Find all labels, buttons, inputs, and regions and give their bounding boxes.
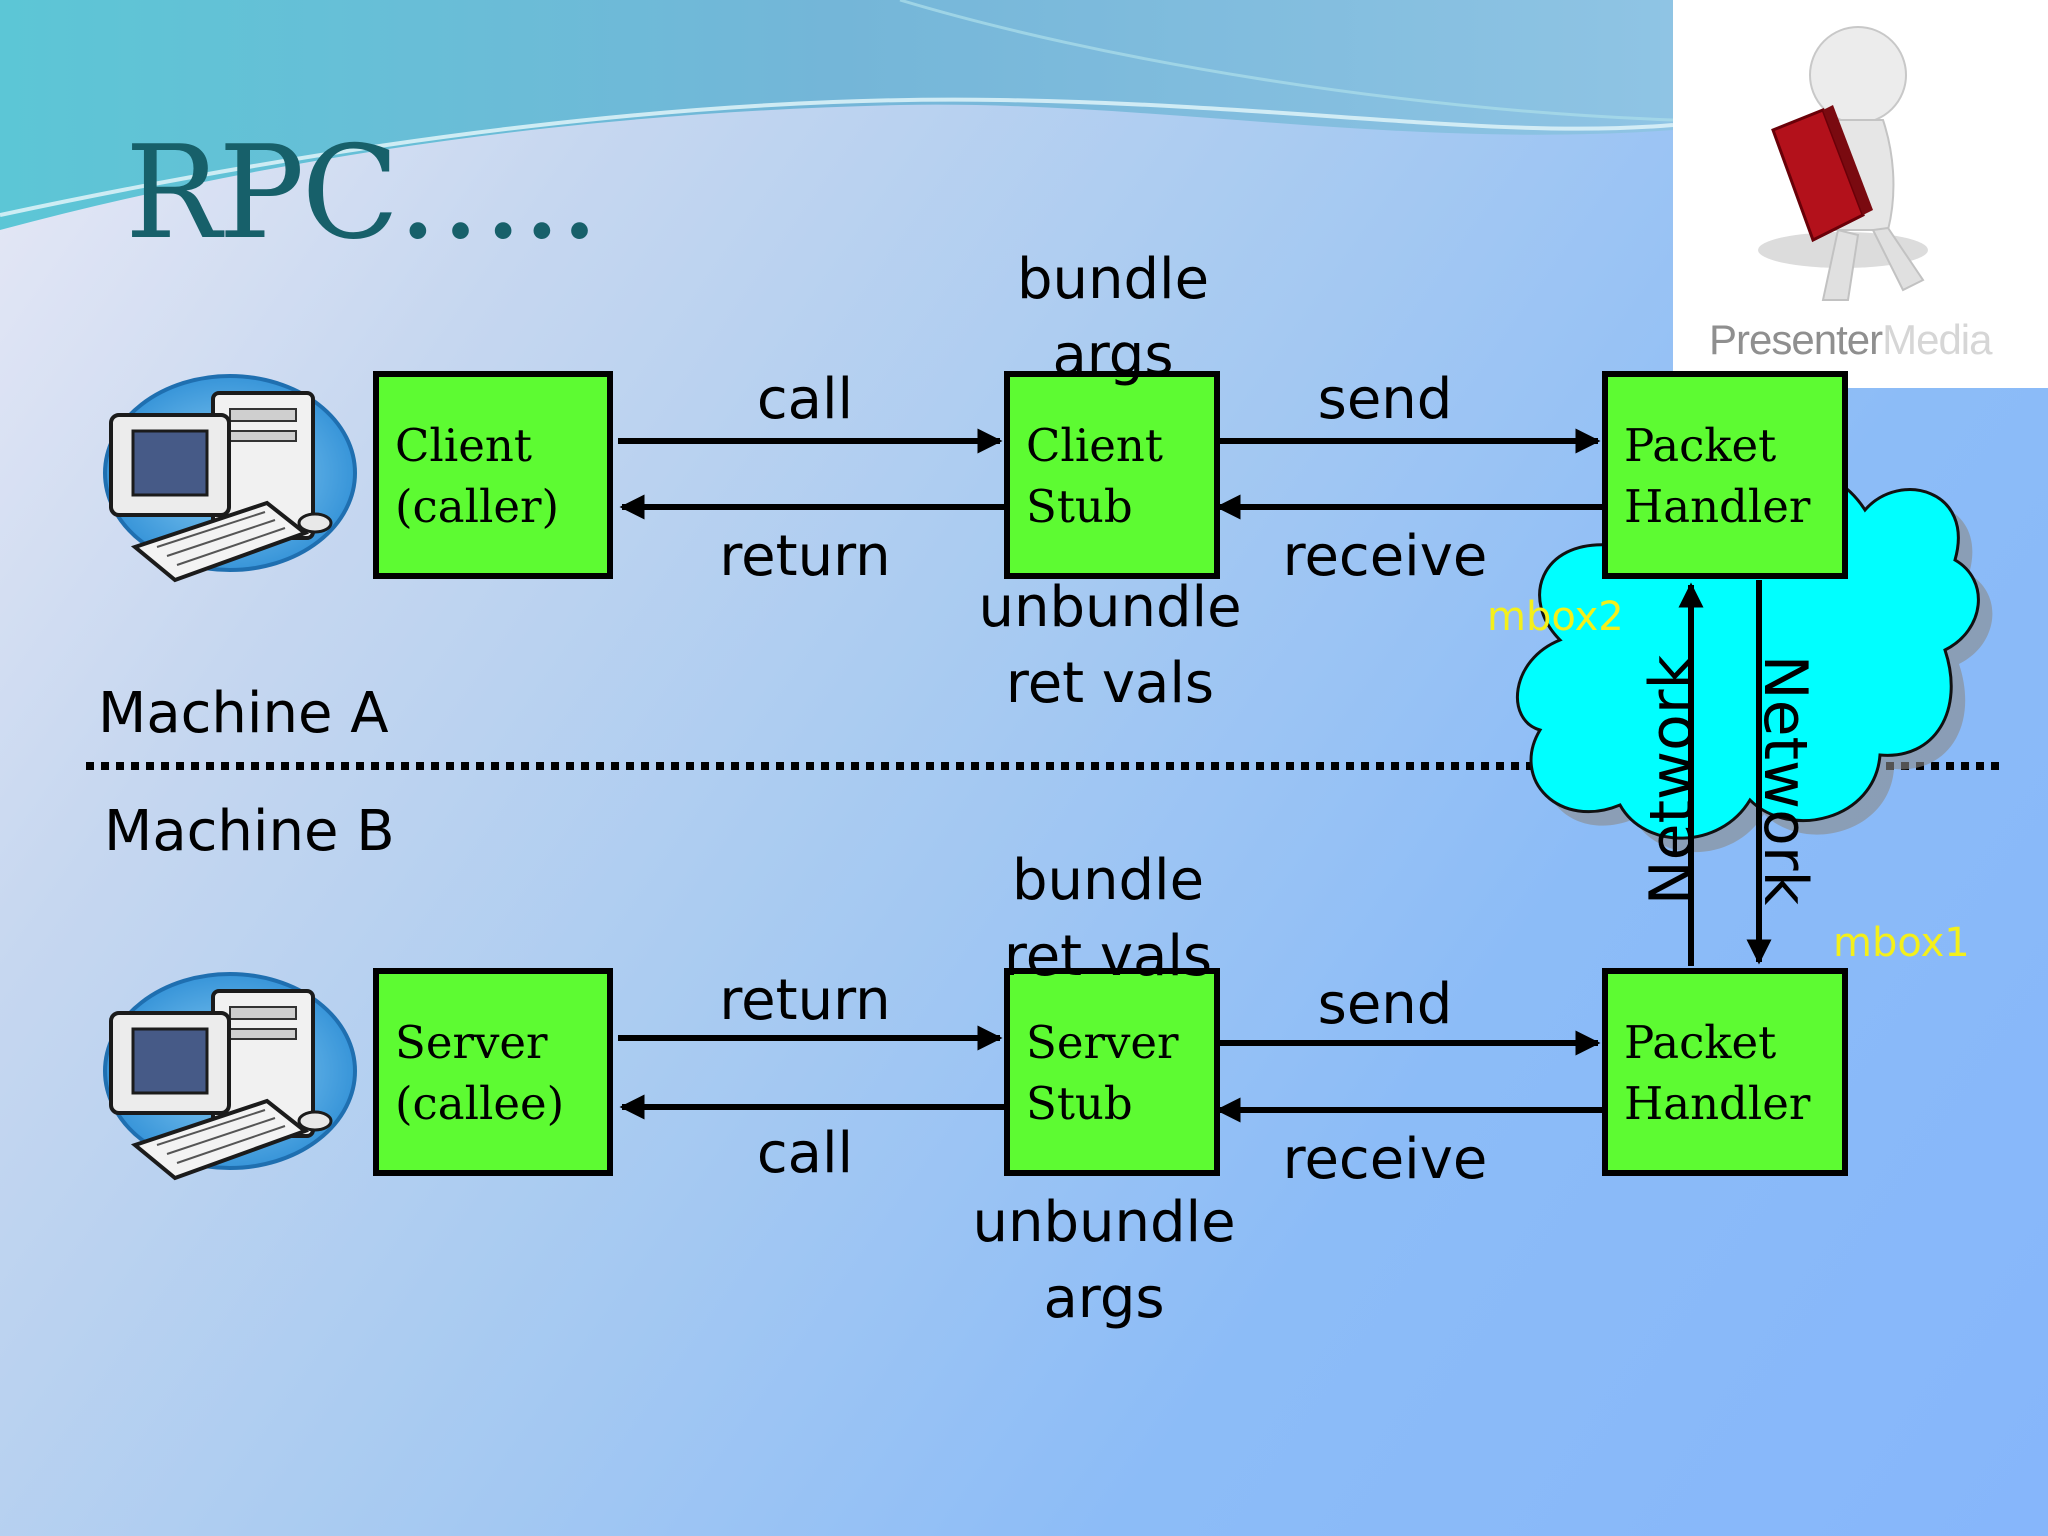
packet-handler-label: Packet Handler [1624, 1012, 1810, 1134]
box-label-line: Packet [1624, 1016, 1777, 1069]
return-label: return [719, 524, 891, 589]
computer-icon [103, 972, 357, 1181]
receive-label: receive [1282, 524, 1488, 589]
logo-brand-faded: Media [1882, 316, 1992, 363]
presenter-media-logo: PresenterMedia [1673, 0, 2048, 388]
bundle-args-label: bundle args [1017, 242, 1209, 394]
server-stub-box: Server Stub [1004, 968, 1220, 1176]
unbundle-ret-vals-label: unbundle ret vals [978, 570, 1241, 722]
figure-reading-red-book-icon [1758, 26, 1928, 301]
mbox2-label: mbox2 [1487, 594, 1624, 640]
label-line: unbundle [972, 1190, 1236, 1255]
client-stub-label: Client Stub [1026, 415, 1163, 537]
label-line: ret vals [1005, 651, 1215, 716]
packet-handler-box-top: Packet Handler [1602, 371, 1848, 579]
box-label-line: (caller) [395, 480, 560, 533]
client-caller-box: Client (caller) [373, 371, 613, 579]
call-label: call [756, 367, 854, 432]
box-label-line: (callee) [395, 1077, 565, 1130]
network-label-left: Network [1637, 654, 1707, 906]
label-line: unbundle [978, 575, 1242, 640]
box-label-line: Client [395, 419, 532, 472]
unbundle-args-label: unbundle args [972, 1185, 1235, 1337]
label-line: ret vals [1003, 924, 1213, 989]
receive-label: receive [1282, 1127, 1488, 1192]
packet-handler-label: Packet Handler [1624, 415, 1810, 537]
client-box-label: Client (caller) [395, 415, 559, 537]
bundle-ret-vals-label: bundle ret vals [1004, 843, 1212, 995]
machine-b-label: Machine B [104, 799, 395, 864]
box-label-line: Server [395, 1016, 548, 1069]
logo-brand: Presenter [1709, 316, 1883, 363]
box-label-line: Client [1026, 419, 1163, 472]
machine-a-label: Machine A [98, 681, 389, 746]
label-line: bundle [1011, 848, 1205, 913]
computer-icon [103, 374, 357, 583]
box-label-line: Handler [1624, 480, 1811, 533]
logo-text: PresenterMedia [1709, 316, 1993, 364]
call-label: call [756, 1121, 854, 1186]
server-box-label: Server (callee) [395, 1012, 564, 1134]
server-stub-label: Server Stub [1026, 1012, 1179, 1134]
box-label-line: Packet [1624, 419, 1777, 472]
mbox1-label: mbox1 [1833, 920, 1970, 966]
box-label-line: Stub [1026, 480, 1133, 533]
server-callee-box: Server (callee) [373, 968, 613, 1176]
box-label-line: Stub [1026, 1077, 1133, 1130]
label-line: args [1043, 1266, 1165, 1331]
slide-title: RPC….. [125, 119, 600, 268]
top-wave-shape [0, 0, 1673, 230]
client-stub-box: Client Stub [1004, 371, 1220, 579]
send-label: send [1317, 972, 1453, 1037]
network-label-right: Network [1750, 654, 1820, 906]
top-wave-highlight [0, 97, 1674, 217]
label-line: args [1052, 323, 1174, 388]
packet-handler-box-bottom: Packet Handler [1602, 968, 1848, 1176]
box-label-line: Server [1026, 1016, 1179, 1069]
send-label: send [1317, 367, 1453, 432]
label-line: bundle [1016, 247, 1210, 312]
box-label-line: Handler [1624, 1077, 1811, 1130]
return-label: return [719, 968, 891, 1033]
